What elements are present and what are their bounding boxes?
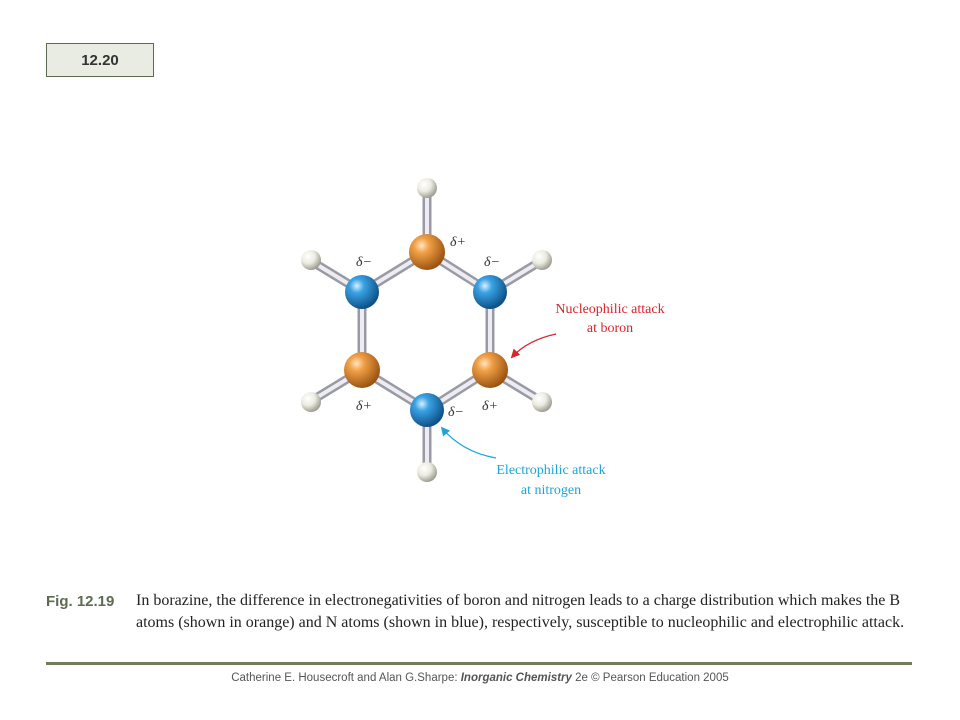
bonds	[306, 185, 546, 475]
electrophilic-arrow	[440, 426, 497, 459]
charge-label: δ+	[450, 235, 466, 250]
boron-atom-top	[409, 234, 445, 270]
hydrogen-atom	[417, 178, 437, 198]
nitrogen-atom-upper-left	[345, 275, 379, 309]
charge-label: δ+	[482, 399, 498, 414]
nitrogen-atom-bottom	[410, 393, 444, 427]
copyright-credit: Catherine E. Housecroft and Alan G.Sharp…	[0, 672, 960, 684]
figure-caption: In borazine, the difference in electrone…	[136, 592, 905, 631]
hydrogen-atom	[417, 462, 437, 482]
nucleophilic-arrow	[510, 333, 557, 359]
footer-divider	[46, 662, 912, 665]
hydrogen-atoms	[301, 178, 552, 482]
boron-atom-lower-right	[472, 352, 508, 388]
credit-authors: Catherine E. Housecroft and Alan G.Sharp…	[231, 672, 461, 684]
credit-book-title: Inorganic Chemistry	[460, 672, 572, 684]
charge-label: δ+	[356, 399, 372, 414]
hydrogen-atom	[301, 392, 321, 412]
ring-atoms	[344, 234, 508, 427]
nucleophilic-label-line1: Nucleophilic attack	[555, 302, 664, 317]
nitrogen-atom-upper-right	[473, 275, 507, 309]
electrophilic-label-line2: at nitrogen	[521, 483, 581, 498]
hydrogen-atom	[532, 250, 552, 270]
figure-label: Fig. 12.19	[46, 593, 115, 610]
slide-number-label: 12.20	[46, 43, 154, 77]
electrophilic-label-line1: Electrophilic attack	[496, 463, 605, 478]
boron-atom-lower-left	[344, 352, 380, 388]
charge-label: δ−	[448, 405, 464, 420]
credit-rest: 2e © Pearson Education 2005	[571, 672, 729, 684]
hydrogen-atom	[532, 392, 552, 412]
nucleophilic-label-line2: at boron	[587, 321, 633, 336]
charge-label: δ−	[484, 255, 500, 270]
charge-label: δ−	[356, 255, 372, 270]
hydrogen-atom	[301, 250, 321, 270]
